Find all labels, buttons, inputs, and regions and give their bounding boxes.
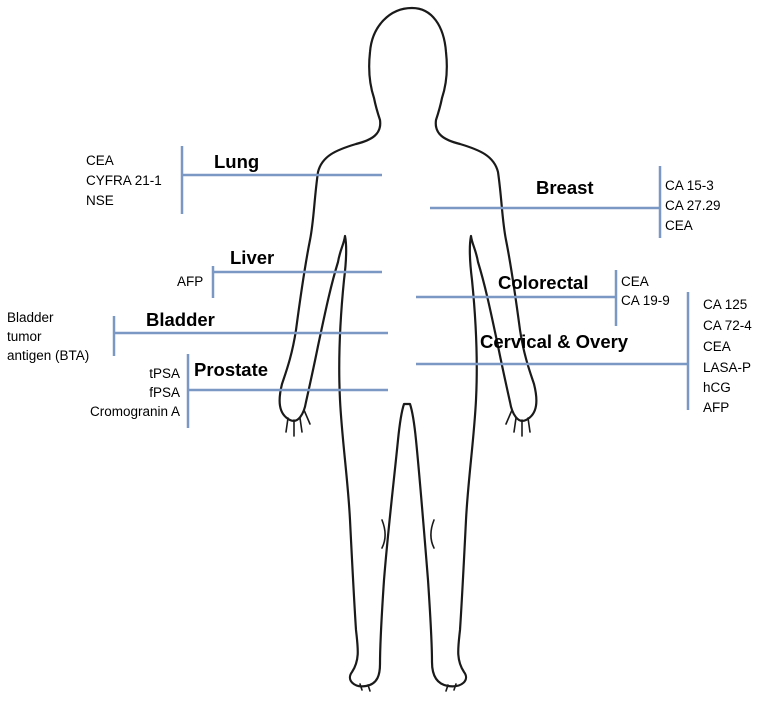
liver-marker: AFP: [177, 274, 203, 289]
prostate-label: Prostate: [194, 359, 268, 380]
cervical-ovary-marker: hCG: [703, 380, 731, 395]
breast-marker: CEA: [665, 218, 693, 233]
lung-marker: CYFRA 21-1: [86, 173, 162, 188]
cervical-ovary-marker: CEA: [703, 339, 731, 354]
cervical-ovary-label: Cervical & Overy: [480, 331, 629, 352]
cervical-ovary-marker: CA 125: [703, 297, 747, 312]
lung-label: Lung: [214, 151, 259, 172]
right-hand-fingers: [286, 410, 310, 436]
breast-marker: CA 15-3: [665, 178, 714, 193]
cervical-ovary-marker: CA 72-4: [703, 318, 752, 333]
breast-label: Breast: [536, 177, 594, 198]
colorectal-label: Colorectal: [498, 272, 588, 293]
lung-marker: CEA: [86, 153, 114, 168]
bladder-marker: antigen (BTA): [7, 348, 89, 363]
colorectal-marker: CEA: [621, 274, 649, 289]
prostate-marker: tPSA: [149, 366, 180, 381]
liver-label: Liver: [230, 247, 274, 268]
cervical-ovary-marker: LASA-P: [703, 360, 751, 375]
lung-marker: NSE: [86, 193, 114, 208]
left-knee-line: [382, 520, 385, 548]
cervical-ovary-marker: AFP: [703, 400, 729, 415]
breast-marker: CA 27.29: [665, 198, 721, 213]
prostate-marker: fPSA: [149, 385, 180, 400]
bladder-marker: tumor: [7, 329, 42, 344]
bladder-marker: Bladder: [7, 310, 54, 325]
right-knee-line: [431, 520, 434, 548]
prostate-marker: Cromogranin A: [90, 404, 180, 419]
left-hand-fingers: [506, 410, 530, 436]
colorectal-marker: CA 19-9: [621, 293, 670, 308]
right-foot-toes: [446, 684, 456, 691]
bladder-label: Bladder: [146, 309, 215, 330]
